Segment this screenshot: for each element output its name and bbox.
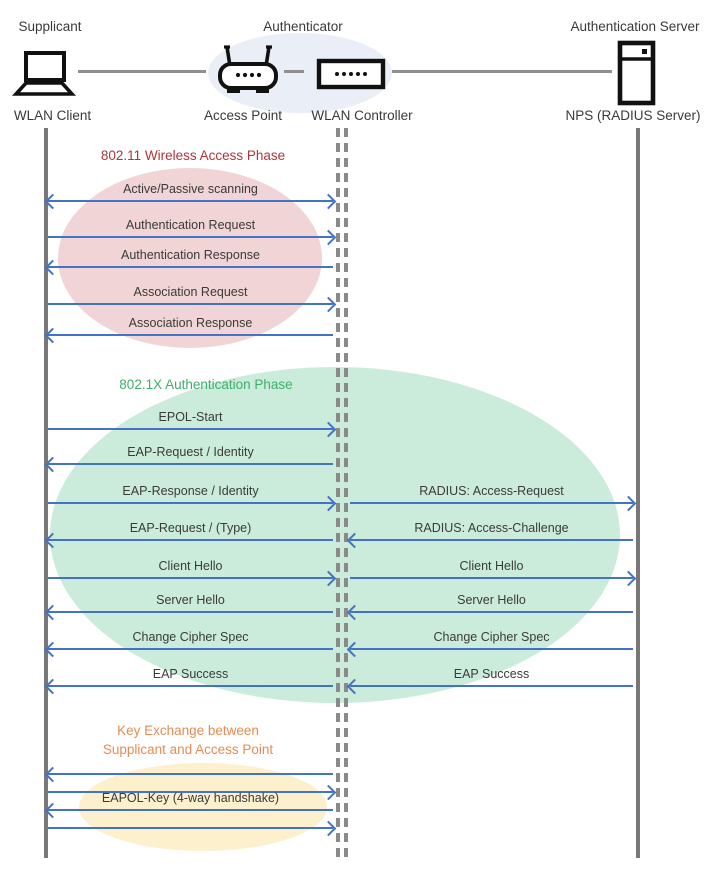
- lifeline-wlan-controller-b: [344, 128, 348, 858]
- label-wlan-client: WLAN Client: [13, 108, 92, 123]
- arrow-line: [48, 502, 333, 504]
- connector-client-ap: [78, 70, 206, 73]
- message-label: Change Cipher Spec: [132, 630, 249, 644]
- arrow-line: [48, 334, 333, 336]
- role-authenticator: Authenticator: [263, 19, 343, 34]
- phase3-ellipse: [79, 763, 327, 851]
- message-label: Server Hello: [156, 593, 225, 607]
- message-label: EPOL-Start: [158, 410, 223, 424]
- message-label: Authentication Response: [121, 248, 260, 262]
- message-label: EAP-Response / Identity: [122, 484, 259, 498]
- message-label: Change Cipher Spec: [433, 630, 550, 644]
- lifeline-wlan-client: [44, 128, 48, 858]
- message-label: RADIUS: Access-Challenge: [414, 521, 569, 535]
- arrow-line: [48, 809, 333, 811]
- phase3-title-line2: Supplicant and Access Point: [102, 742, 274, 757]
- laptop-icon: [12, 51, 76, 96]
- connector-controller-server: [392, 70, 612, 73]
- message-label: Authentication Request: [125, 218, 256, 232]
- arrow-line: [48, 827, 333, 829]
- arrow-line: [48, 463, 333, 465]
- arrow-line: [350, 539, 633, 541]
- arrow-line: [350, 685, 633, 687]
- message-label: Client Hello: [158, 559, 223, 573]
- phase2-ellipse: [50, 367, 620, 703]
- arrow-line: [350, 502, 633, 504]
- arrowhead-right-icon: [320, 820, 337, 836]
- arrow-line: [48, 303, 333, 305]
- message-label: EAP-Request / Identity: [127, 445, 254, 459]
- arrow-line: [48, 577, 333, 579]
- lifeline-wlan-controller-a: [336, 128, 340, 858]
- connector-ap-controller: [284, 70, 304, 73]
- arrow-line: [48, 648, 333, 650]
- arrow-line: [350, 648, 633, 650]
- message-label: EAP-Request / (Type): [129, 521, 252, 535]
- lifeline-nps: [636, 128, 640, 858]
- arrow-line: [48, 773, 333, 775]
- arrow-line: [48, 200, 333, 202]
- arrow-line: [48, 685, 333, 687]
- arrow-line: [350, 577, 633, 579]
- message-label: Client Hello: [459, 559, 524, 573]
- arrow-line: [48, 791, 333, 793]
- phase1-ellipse: [58, 168, 322, 348]
- label-nps: NPS (RADIUS Server): [565, 108, 701, 123]
- message-label: EAP Success: [152, 667, 229, 681]
- message-label: Active/Passive scanning: [123, 182, 258, 196]
- label-wlan-controller: WLAN Controller: [311, 108, 413, 123]
- message-label: EAP Success: [453, 667, 530, 681]
- phase2-title: 802.1X Authentication Phase: [119, 377, 293, 392]
- label-access-point: Access Point: [203, 108, 283, 123]
- arrow-line: [48, 611, 333, 613]
- arrow-line: [350, 611, 633, 613]
- access-point-icon: [218, 45, 278, 93]
- server-icon: [617, 40, 656, 106]
- phase1-title: 802.11 Wireless Access Phase: [100, 148, 286, 163]
- role-supplicant: Supplicant: [18, 19, 82, 34]
- arrow-line: [48, 428, 333, 430]
- role-auth-server: Authentication Server: [570, 19, 700, 34]
- wlan-controller-icon: [316, 58, 386, 90]
- message-label: Server Hello: [457, 593, 526, 607]
- message-label: RADIUS: Access-Request: [419, 484, 564, 498]
- message-label: Association Response: [128, 316, 253, 330]
- phase3-title-line1: Key Exchange between: [117, 723, 259, 738]
- message-label: Association Request: [133, 285, 248, 299]
- arrow-line: [48, 266, 333, 268]
- phase3-title: Key Exchange between Supplicant and Acce…: [70, 721, 306, 759]
- message-label: EAPOL-Key (4-way handshake): [101, 791, 280, 805]
- arrow-line: [48, 236, 333, 238]
- arrow-line: [48, 539, 333, 541]
